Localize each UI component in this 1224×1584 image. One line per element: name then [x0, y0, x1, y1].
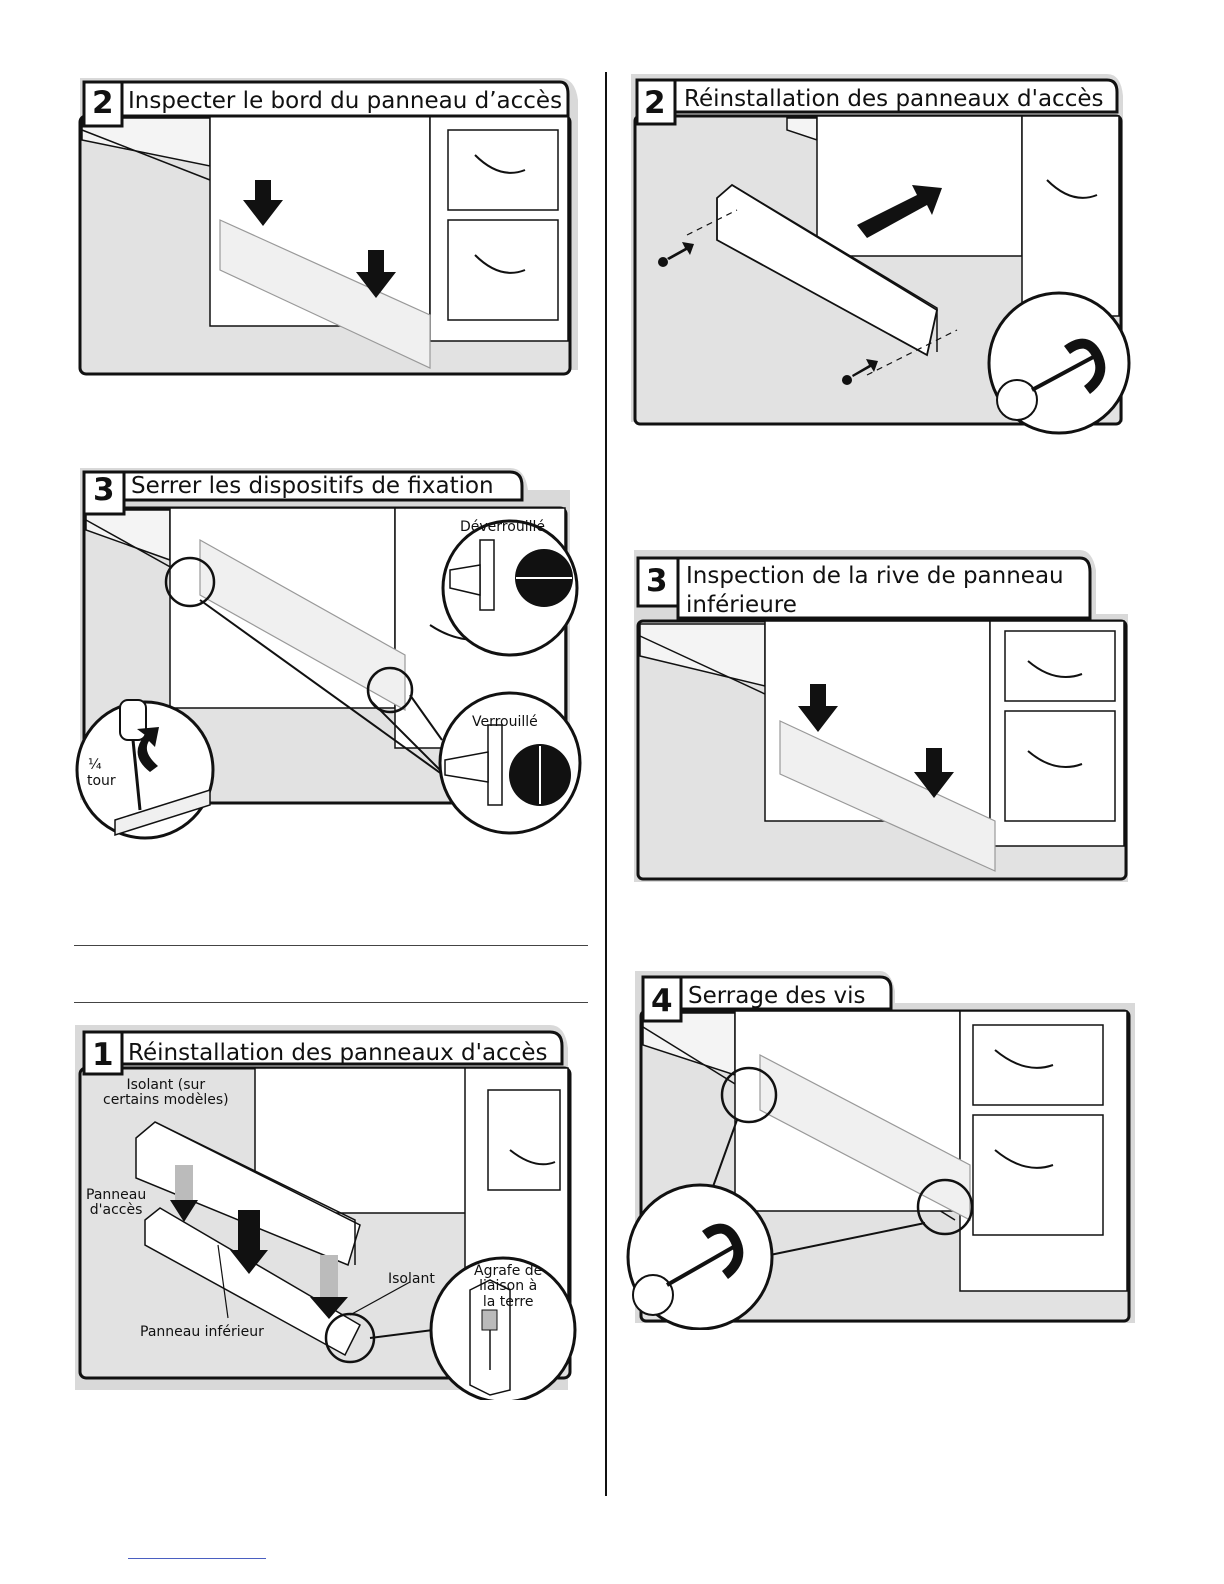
illustration-tighten-screws	[626, 971, 1135, 1330]
section-rule-top	[74, 945, 588, 946]
label-insulation: Isolant	[388, 1271, 435, 1287]
panel-left-step3: 3 Serrer les dispositifs de fixation Dév…	[70, 460, 585, 845]
panel-right-step3: 3 Inspection de la rive de panneau infér…	[630, 546, 1135, 886]
step-number: 4	[651, 983, 673, 1019]
label-access-panel: Panneau d'accès	[86, 1187, 147, 1219]
label-quarter: ¼	[88, 757, 102, 773]
step-title: Inspection de la rive de panneau inférie…	[686, 563, 1064, 618]
footer-link-underline	[128, 1558, 266, 1559]
step-title: Serrer les dispositifs de fixation	[131, 473, 494, 499]
step-title: Inspecter le bord du panneau d’accès	[128, 88, 563, 114]
label-insulation-some-models: Isolant (sur certains modèles)	[103, 1077, 229, 1109]
label-lower-panel: Panneau inférieur	[140, 1324, 264, 1340]
column-divider	[605, 72, 607, 1496]
step-title: Réinstallation des panneaux d'accès	[684, 86, 1104, 112]
label-locked: Verrouillé	[472, 714, 538, 730]
panel-right-step4: 4 Serrage des vis	[625, 965, 1135, 1330]
label-ground-clip: Agrafe de liaison à la terre	[474, 1263, 543, 1310]
label-turn: tour	[87, 773, 116, 789]
step-number: 3	[646, 563, 668, 599]
step-number: 2	[92, 85, 114, 121]
illustration-reinstall-access-panels	[631, 74, 1131, 435]
step-number: 1	[92, 1037, 114, 1073]
step-number: 3	[93, 472, 115, 508]
section-rule-bottom	[74, 1002, 588, 1003]
illustration-inspect-lower-edge	[634, 550, 1128, 882]
illustration-tighten-fasteners	[75, 468, 582, 840]
step-title: Réinstallation des panneaux d'accès	[128, 1040, 548, 1066]
illustration-reinstall-panels	[75, 1025, 577, 1400]
step-title: Serrage des vis	[688, 983, 866, 1009]
label-unlocked: Déverrouillé	[460, 519, 545, 535]
panel-left-step2: 2 Inspecter le bord du panneau d’accès	[70, 70, 585, 380]
illustration-inspect-edge	[78, 78, 578, 376]
step-number: 2	[644, 85, 666, 121]
panel-right-step2: 2 Réinstallation des panneaux d'accès	[627, 70, 1137, 440]
panel-left-step1: 1 Réinstallation des panneaux d'accès Is…	[70, 1020, 585, 1400]
